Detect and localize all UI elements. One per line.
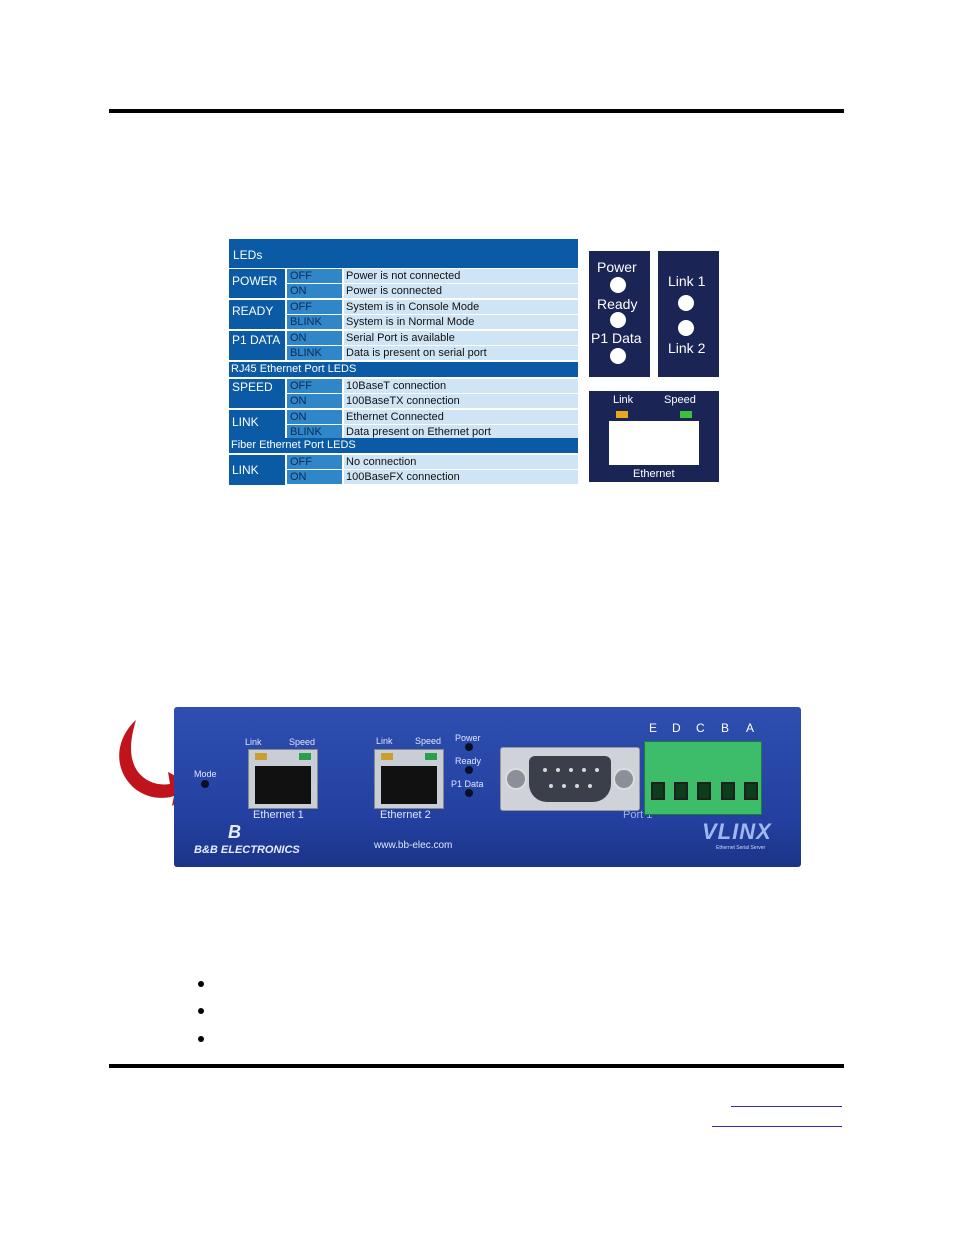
led-panel-links: Link 1 Link 2 (658, 251, 719, 377)
table-row: BLINK System is in Normal Mode (287, 315, 578, 329)
section-fiber: Fiber Ethernet Port LEDS (229, 438, 578, 453)
table-row: ON 100BaseFX connection (287, 470, 578, 484)
ready-led-icon (610, 312, 626, 328)
p1data-led-icon (465, 789, 473, 797)
mode-button-icon[interactable] (201, 780, 209, 788)
eth2-speed-label: Speed (415, 736, 442, 746)
speed-led-icon (680, 411, 692, 418)
led-table: LEDs POWER OFF Power is not connected ON… (229, 239, 578, 485)
bullet-2 (198, 1008, 204, 1014)
led-panel-ethernet: Link Speed Ethernet (589, 391, 719, 482)
group-link: LINK (229, 410, 285, 439)
group-power: POWER (229, 269, 285, 298)
panel-power-label: Power (597, 259, 637, 275)
group-p1-data: P1 DATA (229, 331, 285, 360)
footer-link-1[interactable] (731, 1106, 842, 1107)
p1data-led-label: P1 Data (451, 779, 484, 789)
terminal-label-e: E (649, 721, 658, 735)
eth1-link-label: Link (245, 737, 262, 747)
table-header: LEDs (229, 239, 578, 268)
table-row: BLINK Data present on Ethernet port (287, 425, 578, 439)
section-rj45: RJ45 Ethernet Port LEDS (229, 362, 578, 377)
table-row: BLINK Data is present on serial port (287, 346, 578, 360)
ethernet1-label: Ethernet 1 (253, 809, 304, 821)
footer-link-2[interactable] (712, 1126, 842, 1127)
panel-link2-label: Link 2 (668, 340, 706, 356)
bottom-rule (109, 1064, 844, 1068)
led-panel-status: Power Ready P1 Data (589, 251, 650, 377)
panel-link-label: Link (613, 394, 634, 406)
table-row: ON Serial Port is available (287, 331, 578, 345)
group-fiber-link: LINK (229, 455, 285, 485)
table-row: ON Power is connected (287, 284, 578, 298)
table-row: OFF 10BaseT connection (287, 379, 578, 393)
eth1-speed-label: Speed (289, 737, 316, 747)
ethernet1-port-icon (248, 749, 318, 809)
top-rule (109, 109, 844, 113)
mode-label: Mode (194, 769, 217, 779)
terminal-label-b: B (721, 721, 730, 735)
group-speed: SPEED (229, 379, 285, 408)
ethernet2-label: Ethernet 2 (380, 809, 431, 821)
power-led-icon (610, 277, 626, 293)
bullet-1 (198, 981, 204, 987)
p1data-led-icon (610, 348, 626, 364)
link-led-icon (616, 411, 628, 418)
group-ready: READY (229, 300, 285, 329)
terminal-label-a: A (746, 721, 755, 735)
product-logo: VLINX Ethernet Serial Server (702, 819, 772, 851)
panel-speed-label: Speed (664, 394, 696, 406)
terminal-label-c: C (696, 721, 705, 735)
power-led-icon (465, 743, 473, 751)
table-row: OFF No connection (287, 455, 578, 469)
panel-link1-label: Link 1 (668, 273, 706, 289)
eth2-link-label: Link (376, 736, 393, 746)
device-front-panel: Mode Link Speed Ethernet 1 Link Speed Et… (174, 707, 801, 867)
db9-serial-port-icon (500, 747, 640, 811)
table-row: ON Ethernet Connected (287, 410, 578, 424)
table-row: OFF System is in Console Mode (287, 300, 578, 314)
ready-led-label: Ready (455, 756, 482, 766)
website-label: www.bb-elec.com (374, 840, 453, 851)
bullet-3 (198, 1036, 204, 1042)
ready-led-icon (465, 766, 473, 774)
terminal-block-icon (644, 741, 762, 815)
panel-ready-label: Ready (597, 296, 638, 312)
ethernet-port-icon (609, 421, 699, 465)
panel-ethernet-label: Ethernet (633, 468, 675, 480)
power-led-label: Power (455, 733, 481, 743)
link1-led-icon (678, 295, 694, 311)
table-row: OFF Power is not connected (287, 269, 578, 283)
ethernet2-port-icon (374, 749, 444, 809)
panel-p1data-label: P1 Data (591, 330, 642, 346)
link2-led-icon (678, 320, 694, 336)
table-row: ON 100BaseTX connection (287, 394, 578, 408)
terminal-label-d: D (672, 721, 681, 735)
